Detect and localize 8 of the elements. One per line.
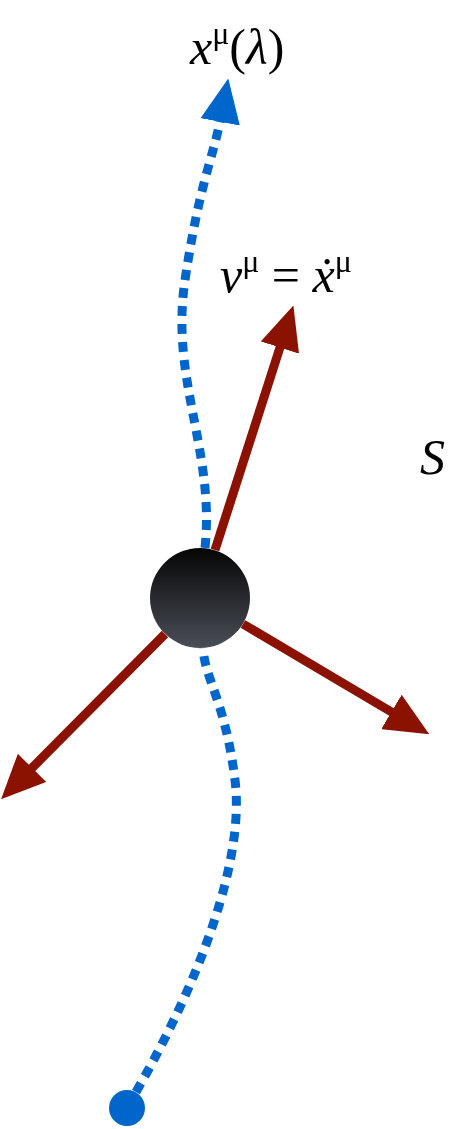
edge-label: v$^{μ}$ = ẋ$^{μ}$ xyxy=(220,250,352,300)
start-dot xyxy=(109,1090,145,1126)
particle-sphere xyxy=(150,548,250,648)
vector-arrow xyxy=(1,630,169,800)
worldline-arrow xyxy=(177,78,240,549)
symbol-label: S xyxy=(420,432,445,482)
vector-arrow xyxy=(210,305,299,552)
vector-arrow xyxy=(240,620,430,735)
